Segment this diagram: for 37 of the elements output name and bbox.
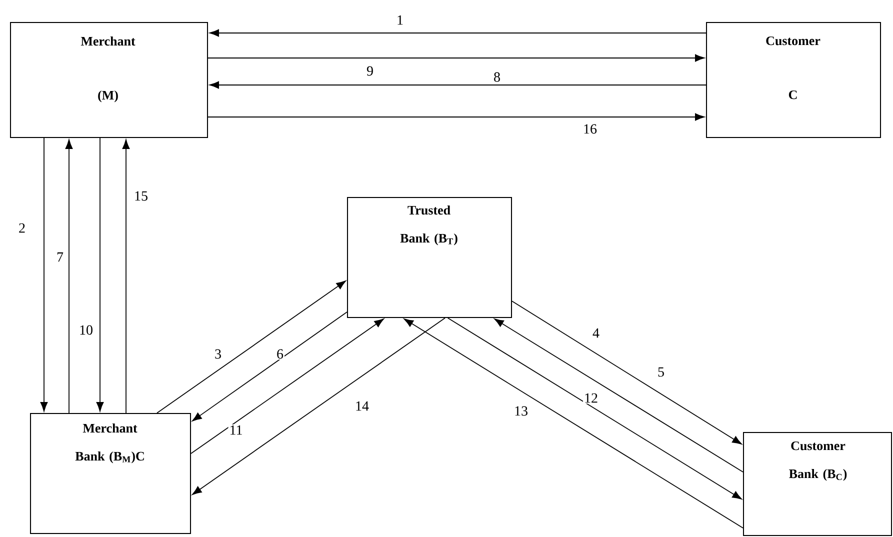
- arrow: [96, 138, 104, 412]
- edge-label: 2: [18, 222, 27, 234]
- process-box: Customer C: [706, 22, 881, 138]
- edge-label: 3: [214, 348, 222, 360]
- arrow: [40, 138, 48, 412]
- arrow: [156, 280, 346, 414]
- arrow: [122, 139, 130, 414]
- edge-label: 14: [354, 400, 370, 412]
- edge-label: 6: [276, 348, 284, 360]
- arrow: [209, 29, 706, 37]
- edge-label: 4: [592, 327, 600, 339]
- edge-label: 1: [396, 14, 404, 26]
- arrow: [208, 54, 705, 62]
- process-box: Trusted Bank (B$_{T}$): [347, 197, 512, 318]
- process-box: Merchant Bank (B$_{M}$)C: [30, 413, 191, 534]
- arrow: [208, 113, 705, 121]
- arrow: [192, 318, 446, 495]
- arrow: [512, 300, 742, 444]
- edge-label: 7: [56, 251, 65, 263]
- arrow: [65, 139, 73, 414]
- edge-label: 15: [133, 190, 149, 202]
- edge-label: 10: [78, 324, 94, 336]
- arrow: [190, 318, 384, 454]
- arrow: [494, 318, 744, 472]
- arrow: [209, 81, 706, 89]
- arrow: [447, 318, 742, 500]
- process-box: Customer Bank (B$_{C}$): [743, 432, 892, 536]
- edge-label: 13: [513, 405, 529, 417]
- edge-label: 8: [492, 71, 502, 83]
- arrow: [404, 318, 744, 528]
- edge-label: 11: [228, 424, 244, 436]
- edge-label: 9: [366, 65, 374, 77]
- edge-label: 16: [582, 123, 598, 135]
- edge-label: 12: [583, 392, 599, 404]
- edge-label: 5: [656, 366, 666, 378]
- arrow: [192, 312, 348, 422]
- process-box: Merchant (M): [10, 22, 208, 138]
